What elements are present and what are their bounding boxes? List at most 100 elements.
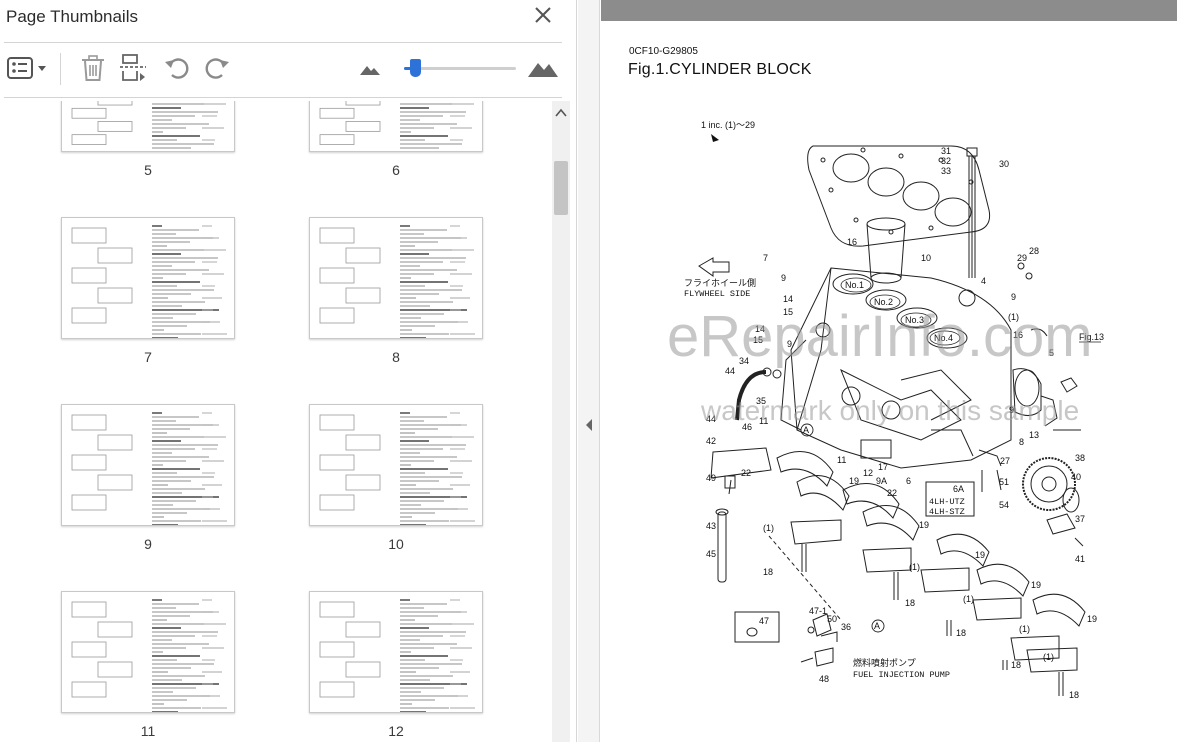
- svg-text:19: 19: [975, 550, 985, 560]
- svg-text:17: 17: [878, 462, 888, 472]
- page-number-label: 5: [144, 162, 152, 178]
- panel-title: Page Thumbnails: [6, 7, 138, 26]
- svg-text:18: 18: [905, 598, 915, 608]
- model-4lh-utz: 4LH-UTZ: [929, 497, 965, 507]
- svg-text:9: 9: [781, 273, 786, 283]
- oil-pipe-and-fittings: [710, 367, 782, 583]
- fuel-pump-parts: [734, 535, 842, 667]
- note-pointer: [711, 134, 719, 142]
- page-thumbnails-panel: Page Thumbnails: [0, 0, 577, 742]
- svg-text:6: 6: [906, 476, 911, 486]
- page-thumbnail[interactable]: [61, 217, 235, 339]
- model-4lh-stz: 4LH-STZ: [929, 507, 965, 517]
- slider-handle[interactable]: [409, 59, 421, 77]
- svg-text:54: 54: [999, 500, 1009, 510]
- idle-gear-assembly: [958, 262, 1084, 547]
- svg-text:41: 41: [1075, 554, 1085, 564]
- close-panel-button[interactable]: [532, 4, 554, 26]
- svg-text:22: 22: [887, 488, 897, 498]
- svg-text:32: 32: [941, 156, 951, 166]
- thumbnail-page-preview: [319, 225, 475, 338]
- flywheel-side-jp: フライホイール側: [684, 277, 756, 288]
- page-number-label: 7: [144, 349, 152, 365]
- svg-text:(1): (1): [1019, 624, 1030, 634]
- cylinder-liner: [866, 217, 906, 284]
- rotate-clockwise-icon: [205, 58, 229, 79]
- scroll-up-button[interactable]: [552, 101, 570, 125]
- svg-text:14: 14: [783, 294, 793, 304]
- svg-text:19: 19: [1087, 614, 1097, 624]
- small-mountain-icon: [360, 66, 380, 75]
- svg-text:28: 28: [1029, 246, 1039, 256]
- svg-text:35: 35: [756, 396, 766, 406]
- cylinder-block: [780, 267, 1012, 469]
- page-thumbnail[interactable]: [309, 101, 483, 152]
- fuel-pump-jp: 燃料噴射ポンプ: [853, 657, 916, 668]
- svg-text:27: 27: [1000, 456, 1010, 466]
- section-a-marker: A: [803, 425, 809, 435]
- page-thumbnail[interactable]: [61, 591, 235, 713]
- document-code: 0CF10-G29805: [629, 46, 698, 57]
- svg-text:(1): (1): [1008, 312, 1019, 322]
- fuel-pump-en: FUEL INJECTION PUMP: [853, 670, 950, 680]
- svg-text:51: 51: [999, 477, 1009, 487]
- svg-text:19: 19: [849, 476, 859, 486]
- svg-text:9: 9: [787, 339, 792, 349]
- svg-text:46: 46: [742, 422, 752, 432]
- rotate-counterclockwise-icon: [165, 58, 189, 79]
- head-bolt: [966, 147, 978, 278]
- fig-13-reference: Fig.13: [1079, 332, 1104, 342]
- thumbnail-options-button[interactable]: [6, 53, 52, 83]
- document-page-top-edge: [601, 0, 1177, 21]
- svg-text:(1): (1): [763, 523, 774, 533]
- zoom-out-thumbnails-button[interactable]: [356, 53, 386, 83]
- panel-splitter[interactable]: [578, 0, 600, 742]
- svg-text:34: 34: [739, 356, 749, 366]
- section-a-marker-2: A: [874, 621, 880, 631]
- page-thumbnail[interactable]: [61, 404, 235, 526]
- svg-text:48: 48: [819, 674, 829, 684]
- svg-text:19: 19: [919, 520, 929, 530]
- trash-icon: [82, 55, 104, 81]
- slider-track: [404, 67, 516, 70]
- page-thumbnail[interactable]: [309, 217, 483, 339]
- cylinder-label-4: No.4: [934, 333, 953, 343]
- thumbnail-page-preview: [71, 225, 227, 338]
- thumbnail-scrollbar[interactable]: [552, 101, 570, 742]
- scrollbar-thumb[interactable]: [554, 161, 568, 215]
- svg-text:15: 15: [783, 307, 793, 317]
- cylinder-label-3: No.3: [905, 315, 924, 325]
- thumbnail-toolbar: [4, 42, 562, 98]
- collapse-panel-arrow-icon[interactable]: [584, 418, 594, 432]
- thumbnail-zoom-slider[interactable]: [404, 59, 516, 77]
- svg-text:18: 18: [763, 567, 773, 577]
- svg-text:10: 10: [921, 253, 931, 263]
- svg-text:19: 19: [1031, 580, 1041, 590]
- thumbnail-page-preview: [71, 101, 226, 149]
- zoom-in-thumbnails-button[interactable]: [526, 53, 560, 83]
- part-number-labels: 31 32 33 30 16 10 7 9 14 14 15 15 4 29 2…: [706, 146, 1097, 700]
- includes-note: 1 inc. (1)～29: [701, 120, 755, 130]
- extract-pages-button[interactable]: [118, 53, 148, 83]
- page-thumbnail[interactable]: [309, 591, 483, 713]
- thumbnail-options-icon: [7, 57, 46, 79]
- svg-text:44: 44: [706, 414, 716, 424]
- delete-pages-button[interactable]: [78, 53, 108, 83]
- page-number-label: 12: [388, 723, 404, 739]
- thumbnail-page-preview: [319, 599, 475, 712]
- svg-text:9: 9: [1009, 405, 1014, 415]
- head-gasket: [807, 145, 991, 247]
- svg-text:33: 33: [941, 166, 951, 176]
- rotate-counterclockwise-button[interactable]: [162, 53, 192, 83]
- close-icon: [535, 7, 551, 23]
- document-view: 0CF10-G29805 Fig.1.CYLINDER BLOCK: [601, 0, 1177, 742]
- svg-text:49: 49: [706, 473, 716, 483]
- svg-text:(1): (1): [963, 594, 974, 604]
- page-thumbnail[interactable]: [309, 404, 483, 526]
- page-thumbnail[interactable]: [61, 101, 235, 152]
- page-number-label: 8: [392, 349, 400, 365]
- svg-text:8: 8: [1019, 437, 1024, 447]
- rotate-clockwise-button[interactable]: [202, 53, 232, 83]
- svg-text:5: 5: [1049, 348, 1054, 358]
